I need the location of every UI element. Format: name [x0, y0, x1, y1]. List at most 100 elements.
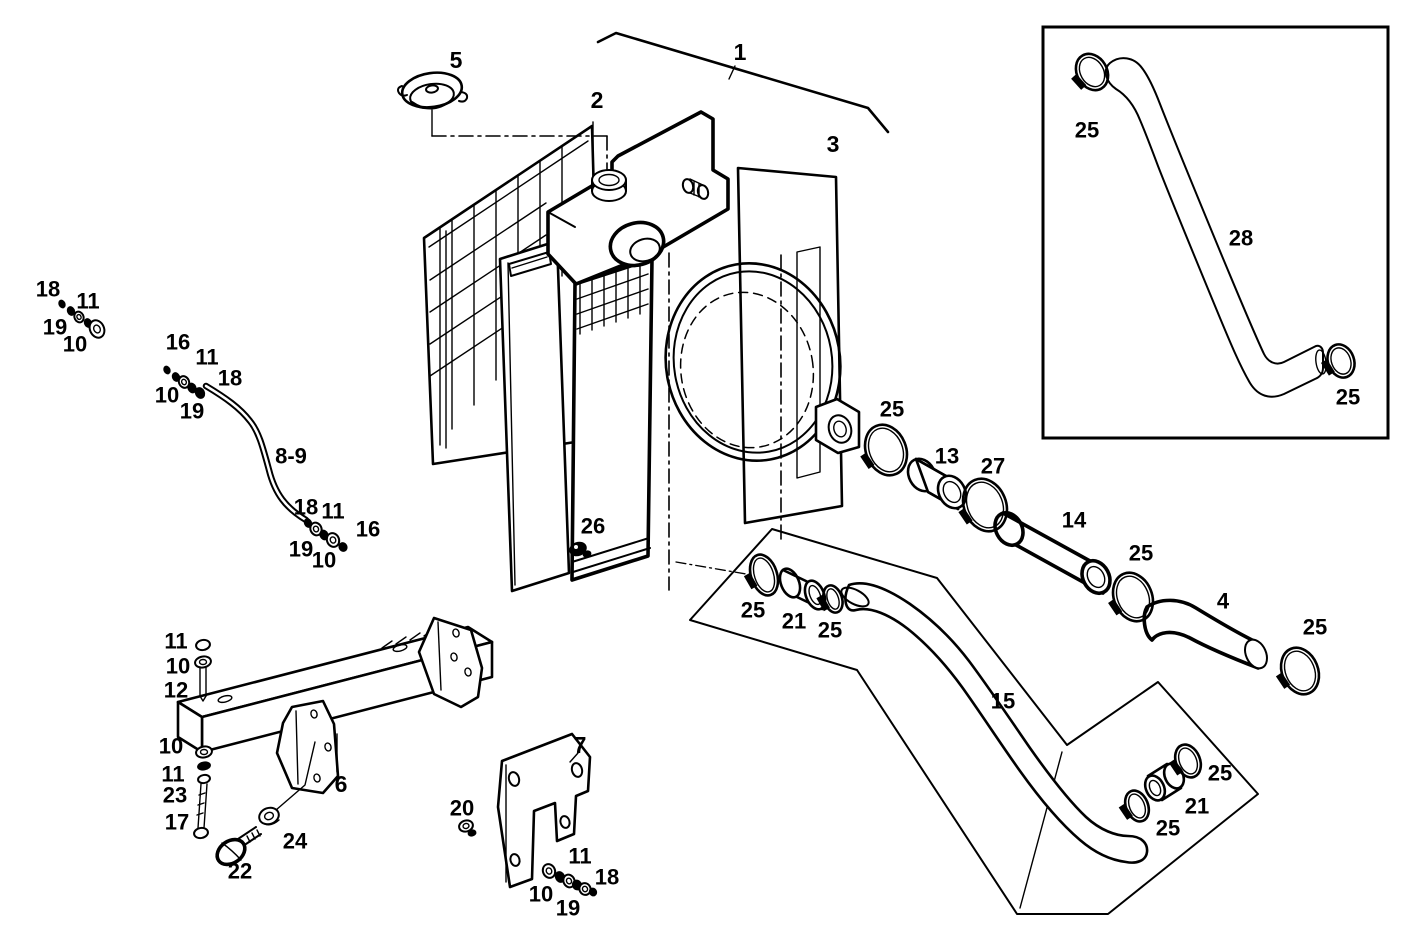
shroud-outlet-stub — [814, 397, 861, 455]
hose-clamp-icon-shape — [1074, 52, 1110, 92]
bracket-7-shape — [570, 762, 584, 778]
mount-bar-12 — [176, 625, 494, 754]
part-label-15: 15 — [991, 689, 1015, 714]
support-plate-center-shape — [275, 741, 316, 811]
side-frame-channel-shape — [511, 256, 548, 269]
washer-icon — [163, 365, 171, 375]
assembly-leader-1 — [596, 31, 890, 134]
washer-icon — [58, 299, 66, 309]
hose-clamp-icon-shape — [816, 594, 830, 612]
hose-clamp-icon — [958, 477, 1009, 533]
part-label-16: 16 — [166, 330, 190, 355]
washer-icon — [588, 887, 598, 897]
hose-clamp-icon-shape — [1330, 347, 1352, 375]
support-plate-right-shape — [452, 628, 460, 638]
washer-hole-icon — [312, 525, 320, 533]
support-plate-center — [275, 699, 340, 811]
hose-clamp-icon-shape — [958, 508, 973, 525]
washer-icon — [338, 542, 348, 552]
exploded-view-band-shape — [1019, 751, 1063, 909]
sleeve-21-right-shape — [1148, 779, 1162, 797]
bolt-22-shape — [246, 835, 251, 843]
bolt-stack-upper-shape — [199, 695, 207, 702]
part-label-21: 21 — [782, 609, 806, 634]
sleeve-21-left-shape — [778, 567, 802, 599]
radiator-core-shape — [570, 257, 654, 582]
hose-clamp-icon-shape — [752, 557, 776, 593]
part-label-25: 25 — [1336, 385, 1360, 410]
hose-clamp-icon-shape — [1275, 672, 1291, 689]
part-label-22: 22 — [228, 859, 252, 884]
bolt-stack-lower-shape — [197, 802, 205, 806]
washer-hole-icon — [92, 324, 102, 334]
bolt-stack-lower-shape — [197, 761, 211, 771]
washer-icon — [177, 375, 191, 389]
bolt-22-shape — [237, 826, 257, 840]
hose-clamp-icon — [1168, 743, 1203, 779]
hose-clamp-icon-shape — [1078, 56, 1106, 88]
side-frame-channel — [498, 239, 571, 593]
part-label-24: 24 — [283, 829, 308, 854]
radiator-core — [570, 257, 654, 582]
hose-clamps — [743, 52, 1356, 823]
part-label-18: 18 — [294, 495, 318, 520]
bolt-stack-lower-shape — [198, 792, 206, 796]
bracket-7 — [496, 732, 592, 889]
exploded-view-band-shape — [689, 528, 1259, 915]
part-label-19: 19 — [556, 896, 580, 921]
mount-bar-12-shape — [381, 640, 393, 649]
bracket-7-shape — [569, 752, 579, 763]
nut-24 — [258, 806, 280, 826]
nut-24-shape — [258, 806, 280, 826]
hose-14 — [993, 510, 1112, 596]
part-label-28: 28 — [1229, 226, 1253, 251]
part-label-18: 18 — [218, 366, 242, 391]
bracket-7-shape — [509, 853, 521, 867]
support-plate-right — [417, 616, 484, 709]
fan-shroud-shape — [736, 166, 844, 525]
part-label-25: 25 — [818, 618, 842, 643]
part-label-11: 11 — [195, 345, 218, 370]
support-plate-center-shape — [313, 773, 321, 783]
bolt-stack-upper-shape — [194, 655, 212, 669]
part-label-11: 11 — [161, 762, 184, 787]
bolt-22-shape — [256, 829, 261, 837]
mount-bar-12-shape — [409, 632, 421, 641]
washer-icon — [541, 863, 557, 879]
radiator-cap-shape — [400, 71, 464, 109]
part-label-19: 19 — [289, 537, 313, 562]
washer-icon — [194, 387, 206, 399]
nut-24-shape — [259, 819, 280, 826]
bolt-22-shape — [242, 833, 262, 847]
bolt-22-shape — [251, 832, 256, 840]
part-label-10: 10 — [166, 654, 190, 679]
part-label-19: 19 — [180, 399, 204, 424]
hose-13 — [906, 457, 968, 511]
hose-clamp-icon-shape — [1168, 759, 1184, 776]
washer-icon — [73, 310, 85, 324]
exploded-view-band — [689, 528, 1259, 915]
bolt-stack-upper-shape — [198, 658, 208, 666]
shroud-outlet-stub-shape — [833, 420, 847, 438]
part-label-14: 14 — [1062, 508, 1087, 533]
hose-clamp-icon-shape — [863, 423, 909, 477]
radiator-core-shape — [576, 303, 649, 330]
radiator-cap-shape — [411, 99, 453, 110]
hose-clamp-icon-shape — [1326, 343, 1356, 379]
support-plate-center-shape — [295, 710, 299, 785]
part-label-25: 25 — [1208, 761, 1232, 786]
part-label-6: 6 — [335, 771, 348, 797]
nut-20 — [458, 819, 477, 837]
bolt-stack-lower-shape — [196, 812, 204, 816]
outlet-port-shape — [629, 237, 661, 263]
bolt-stack-lower-shape — [197, 783, 202, 829]
hose-15-shape — [844, 581, 1149, 864]
sleeve-21-left-shape — [808, 584, 822, 606]
part-label-11: 11 — [76, 289, 99, 314]
bolt-22 — [215, 826, 262, 867]
part-label-25: 25 — [880, 397, 904, 422]
sleeve-21-left — [778, 567, 827, 611]
part-label-11: 11 — [321, 499, 344, 524]
washer-hole-icon — [545, 867, 553, 875]
side-frame-channel-shape — [498, 239, 571, 593]
